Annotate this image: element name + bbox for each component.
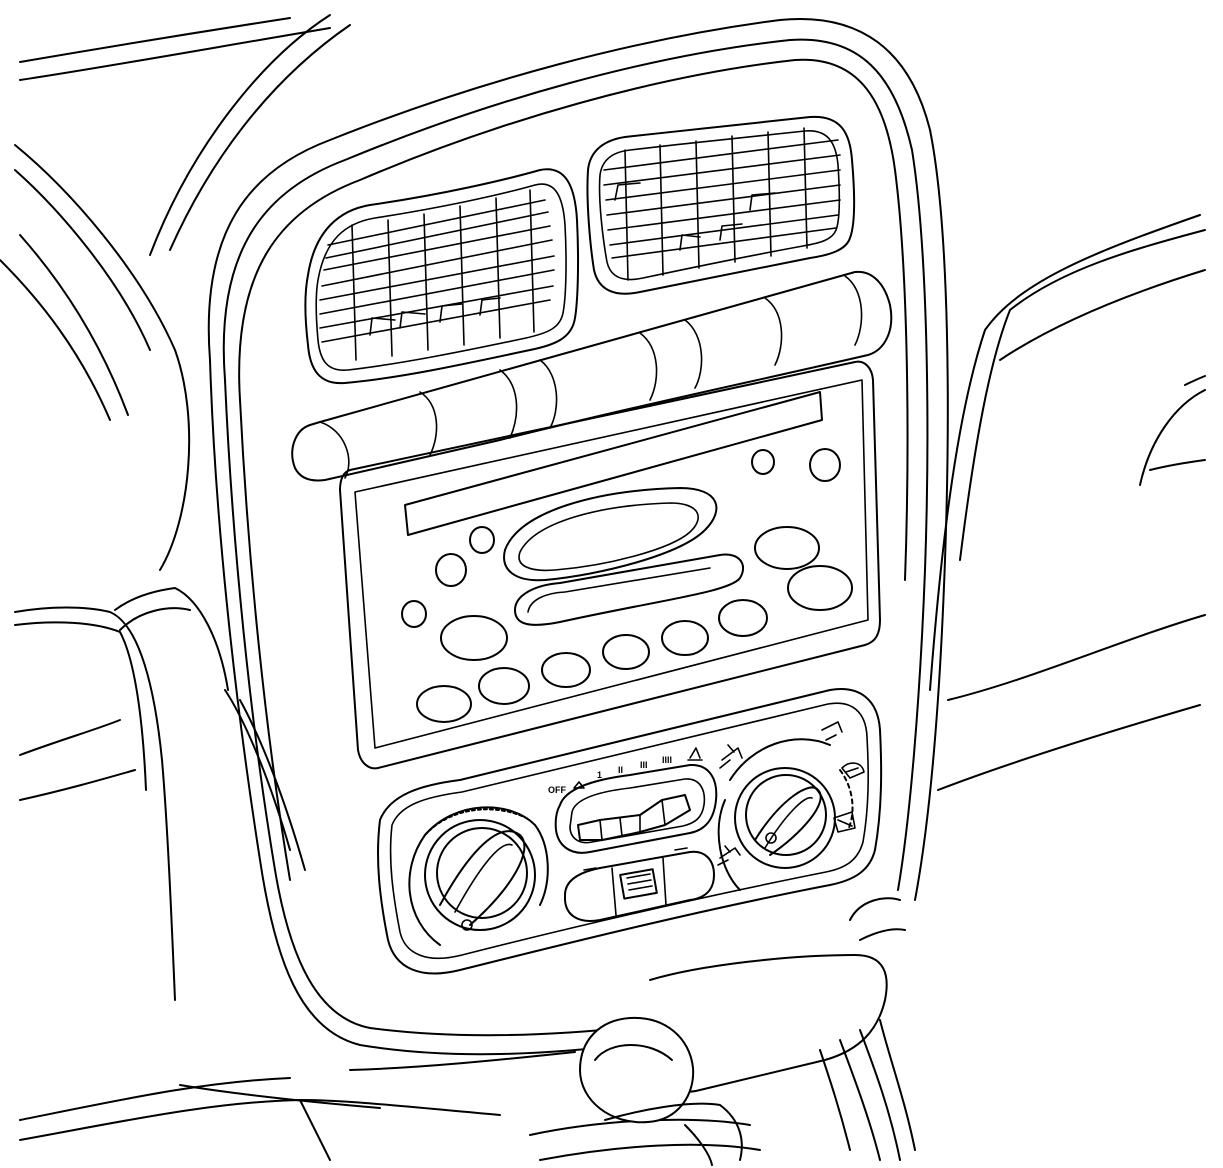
bilevel-mode-icon	[821, 721, 843, 741]
fan-speed-control[interactable]: OFF 1 II III IIII	[548, 747, 718, 854]
cassette-door[interactable]	[503, 487, 718, 582]
radio-button[interactable]	[469, 526, 495, 554]
mode-knob[interactable]	[717, 721, 865, 891]
preset-button[interactable]	[541, 652, 591, 688]
temperature-indicator-dot	[461, 919, 473, 931]
button-group	[564, 847, 715, 922]
radio-button[interactable]	[787, 565, 853, 611]
rear-defrost-button[interactable]	[619, 868, 658, 900]
defrost-floor-icon	[841, 762, 865, 779]
mode-indicator-dot	[765, 832, 777, 844]
radio-button[interactable]	[401, 600, 427, 628]
radio-small-knob-right[interactable]	[809, 448, 841, 482]
temperature-knob[interactable]	[408, 806, 549, 946]
fan-label-4: IIII	[662, 755, 672, 765]
left-air-vent[interactable]	[304, 168, 580, 385]
cassette-slot[interactable]	[514, 553, 745, 626]
dashboard-background	[0, 14, 1206, 1161]
radio-button[interactable]	[440, 615, 508, 661]
fan-max-icon	[687, 747, 703, 761]
preset-button[interactable]	[661, 620, 709, 656]
preset-button[interactable]	[478, 667, 530, 705]
radio-display	[404, 391, 823, 536]
fan-label-3: III	[640, 760, 648, 770]
radio-button[interactable]	[754, 526, 820, 570]
console-bezel	[207, 18, 949, 1071]
climate-control-panel	[377, 688, 883, 975]
radio-button[interactable]	[435, 553, 467, 587]
preset-button[interactable]	[602, 634, 650, 670]
fan-label-off: OFF	[548, 785, 566, 795]
vent-mode-icon	[719, 744, 743, 769]
floor-mode-icon	[717, 845, 741, 866]
radio-small-knob-left[interactable]	[751, 449, 775, 475]
radio-unit[interactable]	[339, 360, 881, 770]
shift-lever[interactable]	[579, 954, 888, 1166]
preset-button[interactable]	[718, 599, 768, 637]
front-defrost-icon	[833, 811, 856, 833]
trim-bar	[291, 270, 893, 482]
preset-button[interactable]	[416, 685, 472, 723]
right-air-vent[interactable]	[586, 115, 856, 295]
fan-label-1: 1	[597, 770, 602, 780]
rear-defrost-icon	[626, 873, 653, 891]
fan-speed-lever[interactable]	[577, 794, 691, 841]
fan-label-2: II	[618, 765, 623, 775]
